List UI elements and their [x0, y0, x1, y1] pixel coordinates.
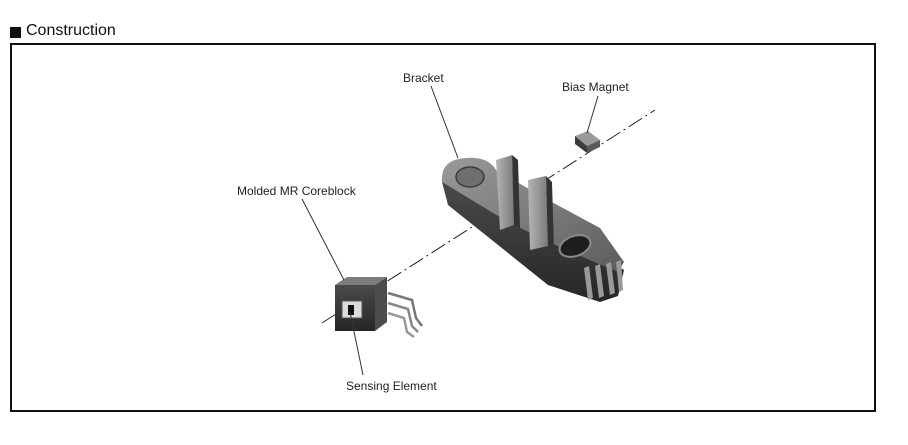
sensing-element-label: Sensing Element	[346, 379, 437, 393]
bracket-part	[441, 155, 624, 302]
section-heading: Construction	[10, 22, 116, 40]
bias-magnet-label: Bias Magnet	[562, 80, 629, 94]
section-title: Construction	[26, 22, 116, 39]
bracket-leader-line	[430, 85, 459, 159]
diagram-frame	[10, 43, 876, 412]
coreblock-label: Molded MR Coreblock	[237, 184, 357, 198]
bracket-label: Bracket	[403, 71, 444, 85]
coreblock-part	[335, 277, 423, 339]
coreblock-leader-line	[301, 198, 345, 281]
bias-magnet-part	[575, 131, 600, 153]
sensing-element-leader-line	[349, 311, 364, 376]
bias-magnet-leader-line	[586, 95, 599, 134]
square-bullet-icon	[10, 27, 21, 38]
